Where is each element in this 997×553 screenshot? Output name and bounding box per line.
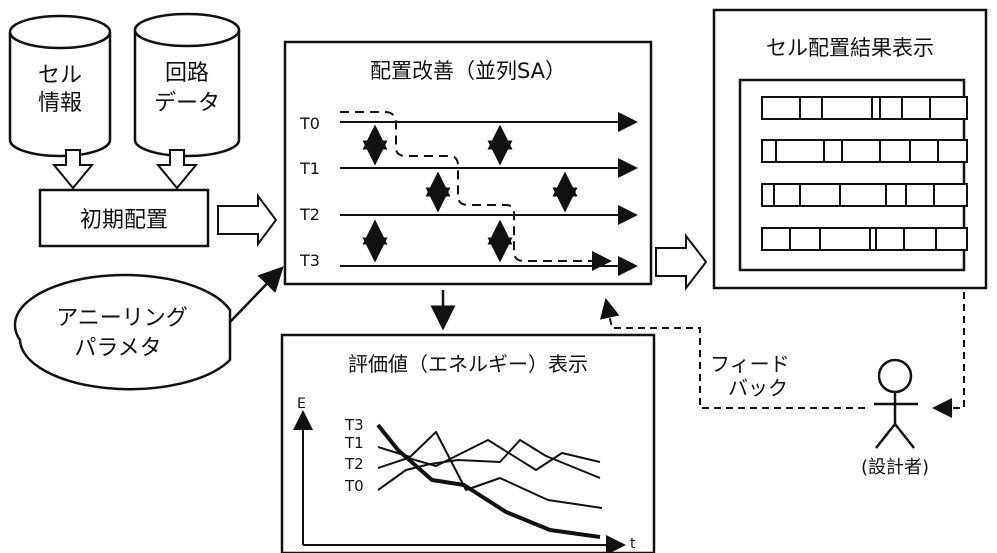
cell-info-label-1: セル — [38, 63, 82, 88]
feedback-label-1: フィード — [710, 352, 790, 376]
designer-icon — [874, 358, 918, 449]
energy-x-label: t — [630, 536, 636, 552]
cell-info-label-2: 情報 — [38, 91, 82, 116]
energy-display-box: 評価値（エネルギー）表示 E t T3 T1 T2 T0 — [280, 333, 656, 553]
designer-label: (設計者) — [861, 457, 929, 478]
annealing-params-label-1: アニーリング — [56, 306, 188, 331]
parallel-sa-title: 配置改善（並列SA） — [370, 59, 566, 83]
energy-curves — [376, 423, 603, 539]
circuit-data-database: 回路 データ — [133, 12, 241, 158]
result-display-title: セル配置結果表示 — [766, 36, 934, 60]
sa-to-result-arrow — [655, 233, 708, 291]
initial-to-sa-arrow — [217, 193, 278, 247]
thread-label-t1: T1 — [299, 159, 320, 178]
energy-display-title: 評価値（エネルギー）表示 — [348, 352, 588, 376]
feedback-path — [599, 298, 865, 409]
result-display-box: セル配置結果表示 — [712, 8, 988, 290]
thread-label-t0: T0 — [299, 114, 320, 133]
initial-placement-box: 初期配置 — [38, 188, 210, 248]
initial-placement-label: 初期配置 — [80, 208, 168, 233]
annealing-params-label-2: パラメタ — [74, 336, 161, 361]
input-arrows — [51, 149, 199, 190]
parallel-sa-box: 配置改善（並列SA） T0 T1 T2 T3 — [283, 40, 653, 286]
energy-y-label: E — [297, 396, 306, 412]
circuit-data-label-1: 回路 — [165, 61, 209, 86]
series-label-t0: T0 — [344, 477, 364, 495]
cell-info-database: セル 情報 — [8, 14, 112, 158]
best-solution-path — [340, 111, 612, 271]
thread-label-t2: T2 — [299, 205, 320, 224]
circuit-data-label-2: データ — [154, 91, 220, 116]
result-to-designer-path — [932, 292, 965, 418]
series-label-t3: T3 — [344, 416, 364, 434]
params-to-sa-arrow — [229, 266, 284, 323]
series-label-t1: T1 — [344, 434, 364, 452]
feedback-label-2: バック — [728, 376, 788, 400]
cell-rows — [761, 96, 968, 251]
thread-label-t3: T3 — [299, 251, 320, 270]
annealing-params-ellipse: アニーリング パラメタ — [13, 273, 232, 391]
exchange-arrows — [362, 124, 578, 263]
series-label-t2: T2 — [344, 455, 364, 473]
